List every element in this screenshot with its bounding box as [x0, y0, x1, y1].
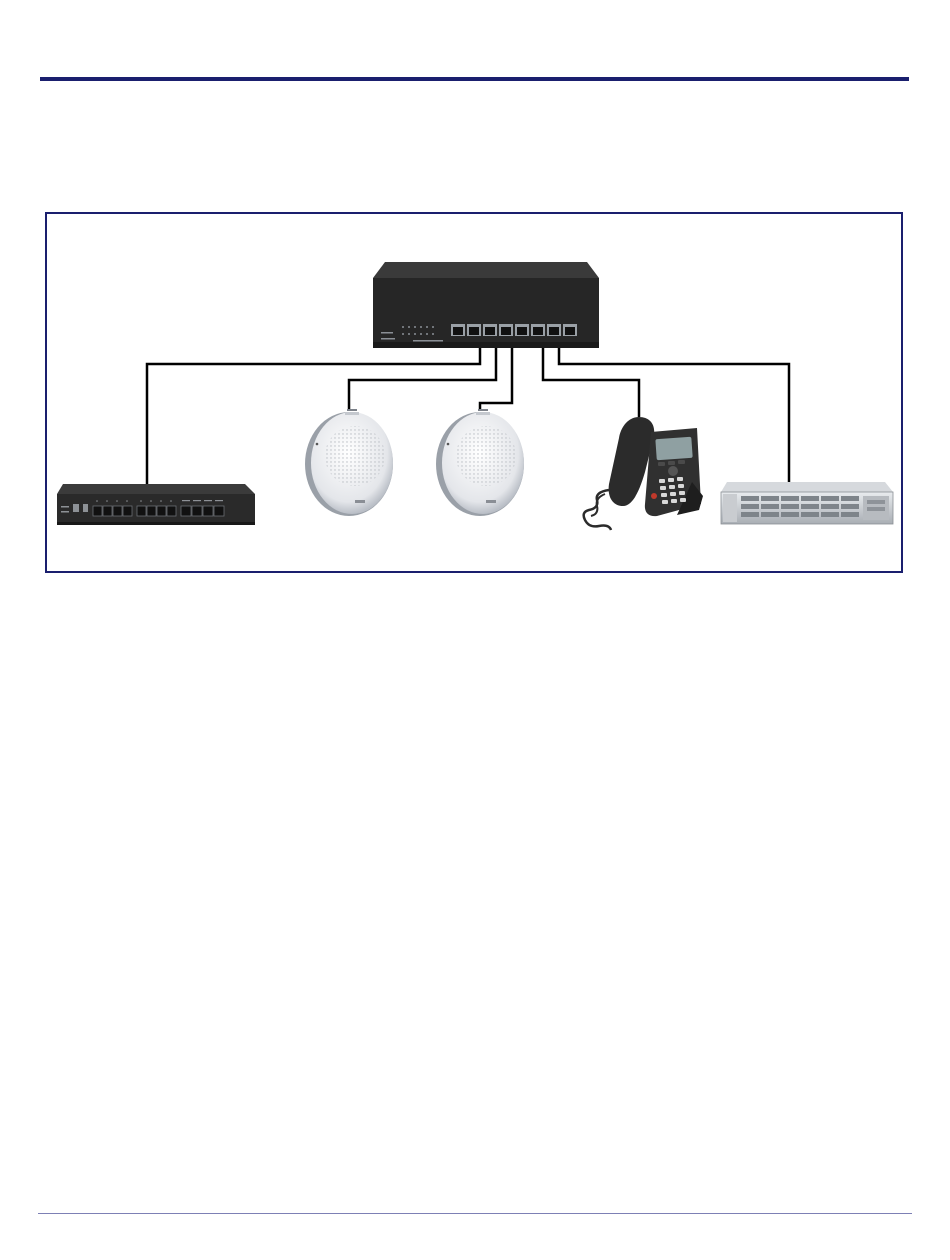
poe-switch-icon — [373, 262, 599, 348]
header-rule — [40, 77, 909, 81]
rack-server-icon — [721, 482, 893, 524]
paging-gateway-icon — [57, 484, 255, 525]
cable-speaker-1 — [349, 342, 496, 410]
footer-rule — [38, 1213, 912, 1214]
desk-phone-icon — [584, 417, 703, 530]
ceiling-speaker-icon — [305, 409, 393, 516]
network-diagram-frame — [45, 212, 903, 573]
network-diagram — [47, 214, 905, 575]
cable-phone — [543, 342, 639, 417]
ceiling-speaker-icon — [436, 409, 524, 516]
